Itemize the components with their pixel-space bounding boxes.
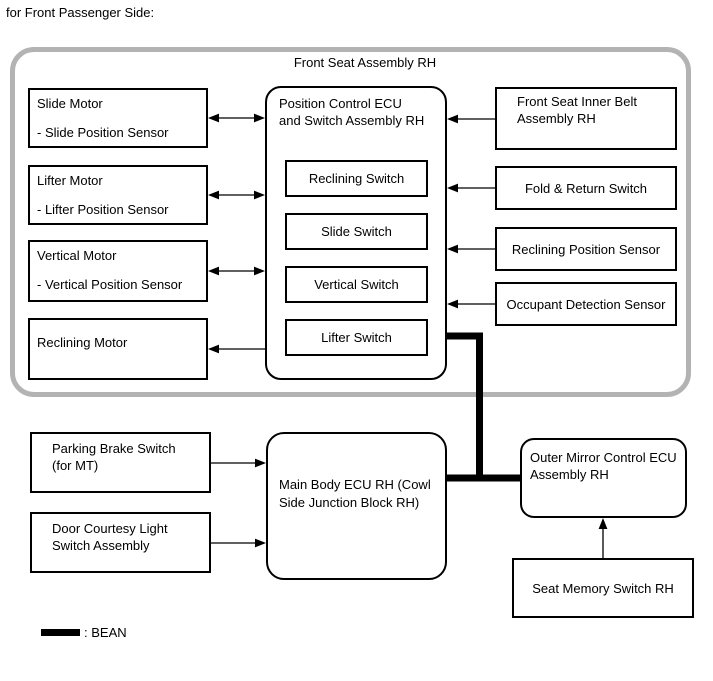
arrow-parking-brake-main-body-ecu [211, 458, 266, 468]
lifter-switch-box: Lifter Switch [285, 319, 428, 356]
parking-brake-switch-box: Parking Brake Switch (for MT) [30, 432, 211, 493]
lifter-motor-title: Lifter Motor [37, 173, 103, 188]
position-control-ecu-title: Position Control ECU and Switch Assembly… [279, 96, 425, 128]
occupant-detection-sensor-box: Occupant Detection Sensor [495, 282, 677, 326]
lifter-motor-subtitle: - Lifter Position Sensor [37, 202, 169, 217]
page-header-label: for Front Passenger Side: [6, 5, 155, 20]
lifter-motor-box: Lifter Motor - Lifter Position Sensor [28, 165, 208, 225]
slide-motor-title: Slide Motor [37, 96, 103, 111]
arrow-seat-memory-outer-mirror [598, 518, 608, 558]
door-courtesy-light-switch-box: Door Courtesy Light Switch Assembly [30, 512, 211, 573]
reclining-motor-box: Reclining Motor [28, 318, 208, 380]
outer-mirror-control-ecu-box: Outer Mirror Control ECU Assembly RH [520, 438, 687, 518]
main-body-ecu-box: Main Body ECU RH (Cowl Side Junction Blo… [266, 432, 447, 580]
reclining-position-sensor-box: Reclining Position Sensor [495, 227, 677, 271]
vertical-motor-subtitle: - Vertical Position Sensor [37, 277, 183, 292]
vertical-motor-title: Vertical Motor [37, 248, 117, 263]
vertical-motor-box: Vertical Motor - Vertical Position Senso… [28, 240, 208, 302]
fold-return-switch-box: Fold & Return Switch [495, 166, 677, 210]
seat-memory-switch-box: Seat Memory Switch RH [512, 558, 694, 618]
position-control-ecu-box: Position Control ECU and Switch Assembly… [265, 86, 447, 380]
reclining-switch-box: Reclining Switch [285, 160, 428, 197]
assembly-title: Front Seat Assembly RH [293, 55, 437, 70]
slide-switch-box: Slide Switch [285, 213, 428, 250]
arrow-door-courtesy-main-body-ecu [211, 538, 266, 548]
front-seat-inner-belt-box: Front Seat Inner Belt Assembly RH [495, 87, 677, 150]
bean-legend-line [41, 629, 80, 636]
vertical-switch-box: Vertical Switch [285, 266, 428, 303]
bean-legend-label: : BEAN [84, 625, 127, 640]
slide-motor-box: Slide Motor - Slide Position Sensor [28, 88, 208, 148]
front-seat-assembly-container [10, 47, 691, 397]
reclining-motor-title: Reclining Motor [37, 335, 128, 350]
slide-motor-subtitle: - Slide Position Sensor [37, 125, 169, 140]
